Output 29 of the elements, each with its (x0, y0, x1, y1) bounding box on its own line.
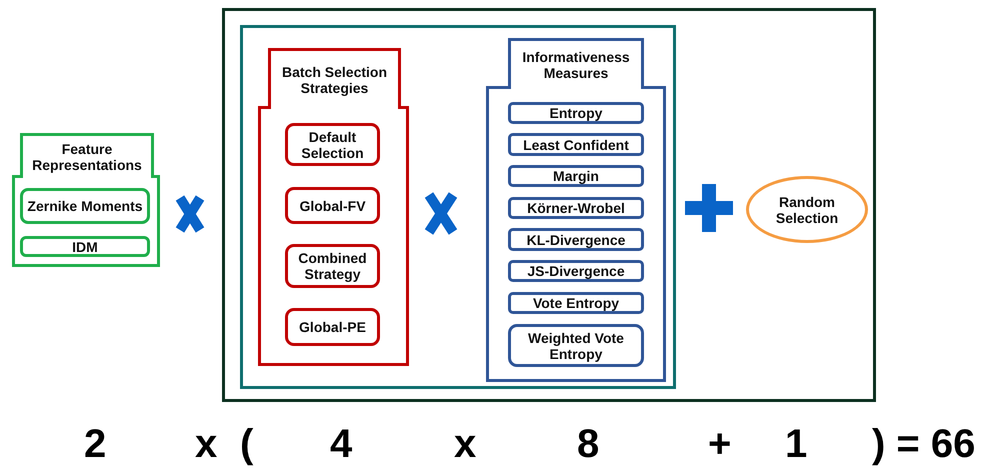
ellipse-node: Random Selection (746, 176, 868, 243)
item-box: Margin (508, 165, 644, 187)
item-box: Default Selection (285, 123, 380, 166)
item-box: Least Confident (508, 133, 644, 156)
item-box: Zernike Moments (20, 188, 150, 224)
formula-term: 4 (330, 422, 352, 466)
item-box: Vote Entropy (508, 292, 644, 314)
group-heading: Feature Representations (20, 133, 154, 178)
item-box: Combined Strategy (285, 244, 380, 288)
formula-term: ) = 66 (872, 422, 976, 466)
item-box: Entropy (508, 102, 644, 124)
item-box: Global-PE (285, 308, 380, 346)
item-box: Körner-Wrobel (508, 197, 644, 219)
frame-box (222, 8, 876, 402)
item-box: KL-Divergence (508, 228, 644, 251)
formula-term: 2 (84, 422, 106, 466)
group-heading: Informativeness Measures (508, 38, 644, 89)
group-heading: Batch Selection Strategies (268, 48, 401, 109)
formula-term: + (708, 422, 732, 466)
formula-term: x (195, 422, 218, 466)
formula-term: ( (240, 422, 254, 466)
formula-term: x (454, 422, 476, 466)
item-box: Weighted Vote Entropy (508, 324, 644, 367)
formula-term: 1 (785, 422, 808, 466)
item-box: Global-FV (285, 187, 380, 224)
frame-box (240, 25, 676, 389)
item-box: JS-Divergence (508, 260, 644, 282)
formula-term: 8 (577, 422, 600, 466)
item-box: IDM (20, 236, 150, 257)
